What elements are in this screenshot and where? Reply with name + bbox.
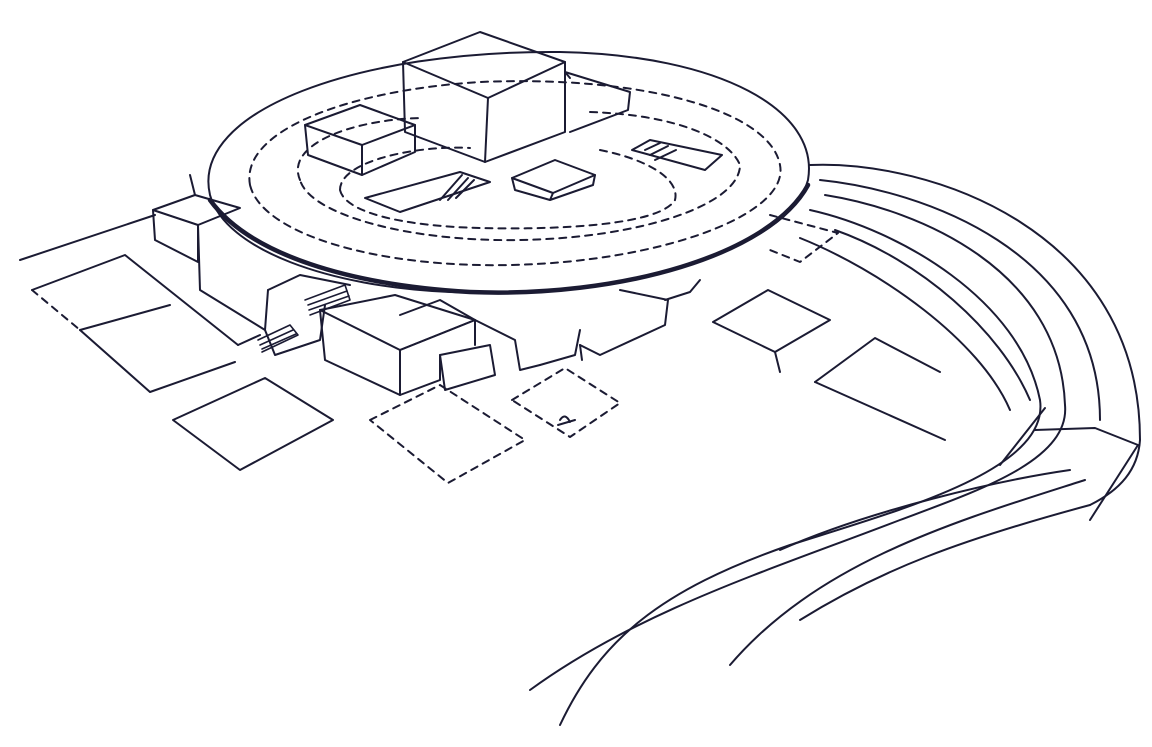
stairs	[257, 284, 351, 353]
roof-openings	[364, 139, 723, 213]
curved-access-road	[529, 163, 1141, 726]
right-site-plots	[712, 214, 1139, 521]
small-marker-icon	[557, 415, 576, 426]
dashed-plots-center	[369, 367, 621, 484]
roof-blocks	[304, 104, 596, 201]
stacked-base-blocks	[152, 174, 701, 396]
central-tower-block	[402, 31, 631, 163]
disc-dashed-paths	[248, 80, 782, 267]
elliptical-roof-disc	[207, 50, 811, 295]
left-site-plots	[19, 214, 334, 471]
